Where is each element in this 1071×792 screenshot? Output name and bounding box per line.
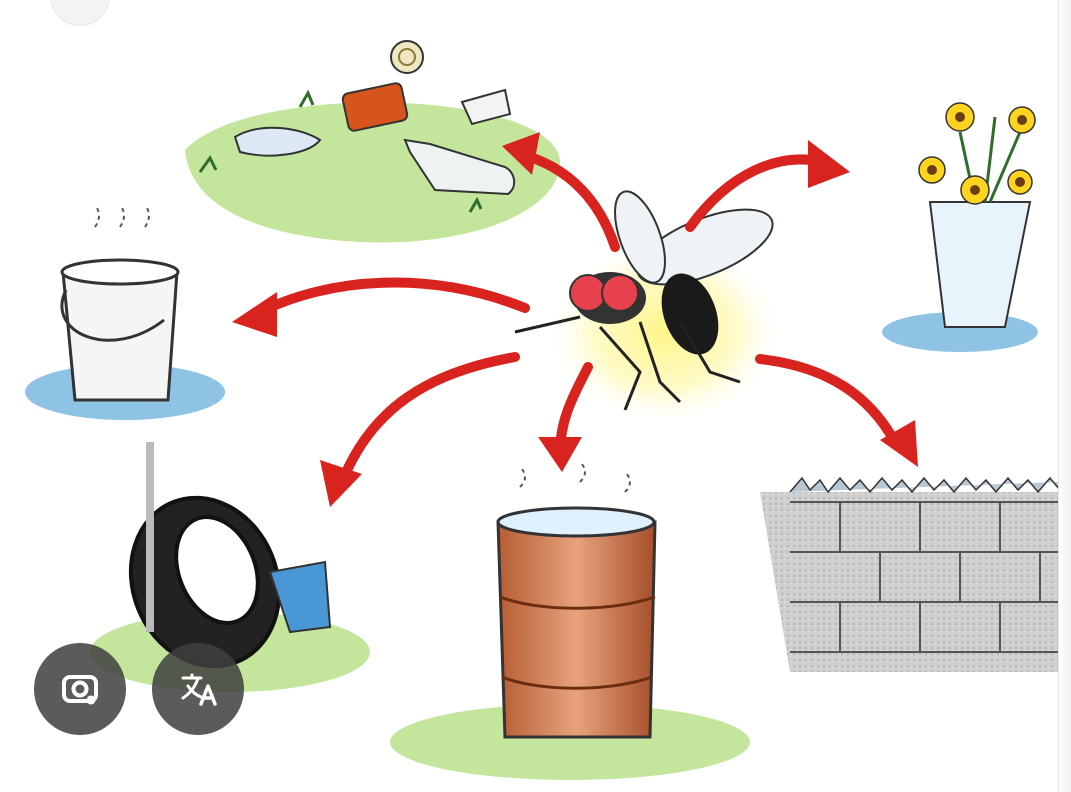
grass-patch-top: [185, 40, 560, 243]
mosquito-icon: [514, 190, 785, 427]
brick-wall-icon: [760, 476, 1071, 672]
bottle-icon: [403, 138, 516, 196]
mosquito-breeding-illustration: [25, 40, 1071, 780]
right-scroll-edge: [1058, 0, 1071, 792]
translate-icon: [171, 662, 225, 716]
vase-icon: [882, 102, 1038, 352]
lens-button[interactable]: [34, 643, 126, 735]
barrel-icon: [390, 461, 750, 780]
arrow-group: [253, 149, 900, 492]
flower-icon: [918, 102, 1036, 205]
tin-can-icon: [341, 40, 424, 132]
google-lens-icon: [53, 662, 107, 716]
arrowheads: [232, 132, 918, 507]
translate-button[interactable]: [152, 643, 244, 735]
top-bar: [0, 0, 1071, 26]
tire-icon: [90, 442, 370, 692]
cup-icon: [460, 88, 512, 126]
bucket-icon: [25, 204, 225, 420]
